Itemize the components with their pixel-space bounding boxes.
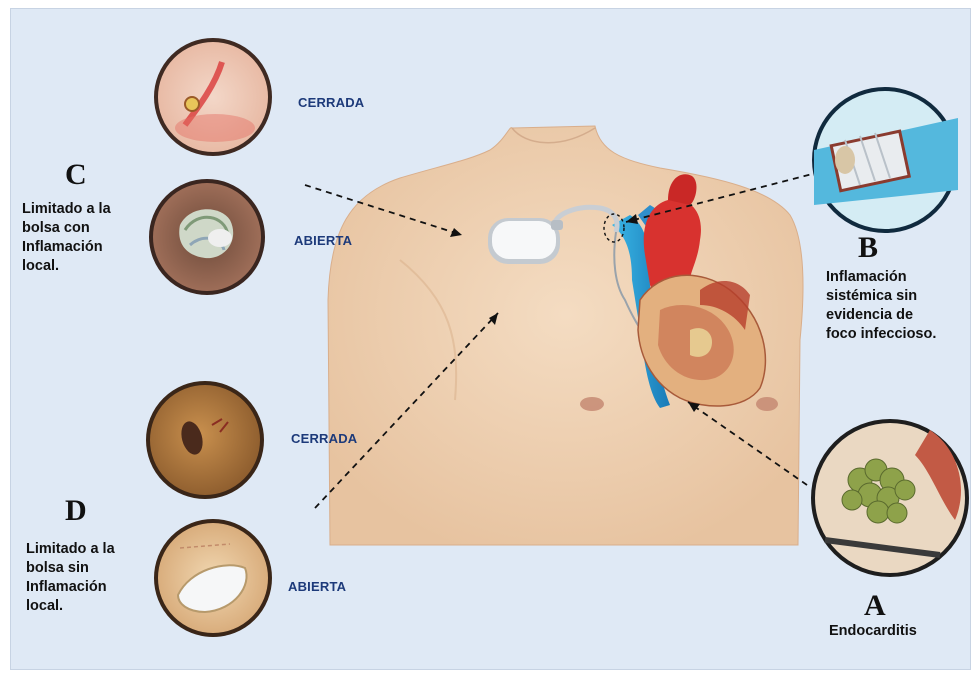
pacemaker — [488, 218, 563, 264]
description-d-line: local. — [26, 597, 115, 616]
state-c-open: ABIERTA — [294, 233, 352, 248]
state-d-closed: CERRADA — [291, 431, 357, 446]
state-d-open: ABIERTA — [288, 579, 346, 594]
description-c-line: local. — [22, 257, 111, 276]
right-nipple — [756, 397, 778, 411]
description-b-line: foco infeccioso. — [826, 325, 936, 344]
description-d: Limitado a la bolsa sin Inflamación loca… — [26, 540, 115, 616]
description-c-line: bolsa con — [22, 219, 111, 238]
letter-d: D — [65, 494, 87, 528]
photo-c-open — [151, 181, 263, 293]
description-d-line: Inflamación — [26, 578, 115, 597]
description-b: Inflamación sistémica sin evidencia de f… — [826, 268, 936, 344]
description-c-line: Limitado a la — [22, 200, 111, 219]
description-c-line: Inflamación — [22, 238, 111, 257]
state-c-closed: CERRADA — [298, 95, 364, 110]
photo-c-closed — [156, 40, 270, 154]
photo-b-vessel — [814, 89, 958, 231]
photo-d-closed — [148, 383, 262, 497]
photo-a-vegetation — [813, 421, 967, 575]
description-b-line: evidencia de — [826, 306, 936, 325]
description-c: Limitado a la bolsa con Inflamación loca… — [22, 200, 111, 276]
photo-d-open — [156, 521, 270, 635]
letter-a: A — [864, 589, 886, 623]
letter-b: B — [858, 231, 878, 265]
description-b-line: sistémica sin — [826, 287, 936, 306]
left-nipple — [580, 397, 604, 411]
letter-c: C — [65, 158, 87, 192]
description-d-line: bolsa sin — [26, 559, 115, 578]
description-a: Endocarditis — [829, 622, 917, 641]
description-d-line: Limitado a la — [26, 540, 115, 559]
description-b-line: Inflamación — [826, 268, 936, 287]
